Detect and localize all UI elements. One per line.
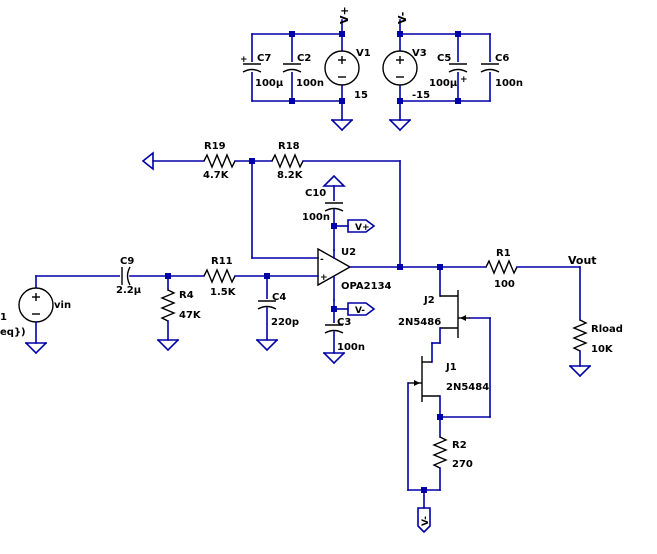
- vin-value-fragment-1: 1: [0, 312, 7, 323]
- opamp-section: V+ C10 100n - + U2 OPA2134 V- C3 100n: [302, 174, 401, 364]
- c5-value: 100µ: [429, 78, 458, 89]
- r2-resistor-symbol: [432, 436, 448, 469]
- c6-ref: C6: [495, 53, 509, 64]
- output-section: R1 100 Vout Rload 10K J2 2N5486: [397, 248, 623, 534]
- c6-value: 100n: [495, 78, 523, 89]
- v1-ref: V1: [356, 48, 371, 59]
- c5-capacitor-symbol: +: [448, 62, 468, 85]
- r4-resistor-symbol: [160, 289, 176, 322]
- c7-capacitor-symbol: +: [240, 55, 262, 73]
- v3-ref: V3: [412, 48, 427, 59]
- vin-voltage-source-symbol: [18, 287, 54, 323]
- rload-value: 10K: [591, 344, 614, 355]
- c2-value: 100n: [296, 78, 324, 89]
- ground-icon: [256, 339, 278, 351]
- v3-voltage-source-symbol: [382, 50, 418, 86]
- ground-icon: [389, 119, 411, 131]
- input-port-icon: [141, 151, 154, 171]
- feedback-network: R19 4.7K R18 8.2K: [141, 141, 401, 268]
- vminus-port-flag: [347, 302, 376, 316]
- vminus-flag-label: V-: [355, 306, 365, 316]
- vplus-net-label: V+: [338, 6, 351, 24]
- r11-resistor-symbol: [203, 268, 236, 284]
- j2-value: 2N5486: [398, 317, 441, 328]
- vminus-bottom-flag-label: V-: [421, 516, 431, 526]
- input-section: vin 1 eq}) C9 2.2µ R4 47K R11 1.5K: [0, 256, 319, 354]
- c4-capacitor-symbol: [257, 299, 277, 310]
- c7-ref: C7: [257, 53, 271, 64]
- r18-resistor-symbol: [271, 153, 304, 169]
- r19-value: 4.7K: [203, 170, 230, 181]
- svg-text:+: +: [320, 273, 328, 283]
- j2-ref: J2: [423, 295, 435, 306]
- c4-ref: C4: [272, 292, 286, 303]
- ground-icon: [25, 342, 47, 354]
- j2-jfet-symbol: [440, 290, 470, 338]
- r18-value: 8.2K: [277, 170, 304, 181]
- r4-ref: R4: [179, 290, 194, 301]
- v3-value: -15: [412, 90, 430, 101]
- r2-ref: R2: [452, 440, 467, 451]
- r4-value: 47K: [179, 310, 202, 321]
- r18-ref: R18: [278, 141, 300, 152]
- vout-net-label: Vout: [568, 254, 597, 267]
- ground-icon: [569, 365, 591, 377]
- vminus-bottom-port-flag: [417, 507, 431, 534]
- j1-value: 2N5484: [446, 382, 489, 393]
- r11-value: 1.5K: [210, 287, 237, 298]
- vminus-net-label: V-: [396, 12, 409, 24]
- r11-ref: R11: [211, 256, 233, 267]
- c10-ref: C10: [305, 188, 326, 199]
- c10-value: 100n: [302, 212, 330, 223]
- r19-resistor-symbol: [203, 153, 236, 169]
- c3-ref: C3: [337, 317, 351, 328]
- c9-capacitor-symbol: [120, 266, 131, 286]
- r19-ref: R19: [204, 141, 226, 152]
- c9-ref: C9: [120, 256, 134, 267]
- v1-voltage-source-symbol: [324, 50, 360, 86]
- j1-jfet-symbol: [408, 356, 440, 402]
- svg-text:+: +: [460, 75, 468, 85]
- supply-section: + V+ C7 100µ C2 100n V1 15: [240, 6, 523, 131]
- svg-text:+: +: [240, 55, 248, 65]
- c6-capacitor-symbol: [480, 62, 500, 73]
- c3-value: 100n: [337, 342, 365, 353]
- svg-text:-: -: [320, 255, 324, 265]
- r2-value: 270: [452, 459, 473, 470]
- ground-icon: [322, 174, 346, 187]
- ground-icon: [323, 352, 345, 364]
- vin-ref: vin: [54, 300, 71, 311]
- r1-resistor-symbol: [485, 259, 518, 275]
- u2-ref: U2: [341, 247, 356, 258]
- c4-value: 220p: [271, 317, 299, 328]
- r1-ref: R1: [496, 248, 511, 259]
- vplus-flag-label: V+: [355, 223, 370, 233]
- j1-ref: J1: [445, 362, 457, 373]
- u2-value: OPA2134: [341, 281, 392, 292]
- c10-capacitor-symbol: [324, 201, 344, 212]
- c3-capacitor-symbol: [324, 323, 344, 334]
- rload-resistor-symbol: [572, 319, 588, 352]
- ground-icon: [157, 339, 179, 351]
- vin-value-fragment-2: eq}): [0, 327, 26, 338]
- vplus-port-flag: [347, 219, 376, 233]
- c7-value: 100µ: [255, 78, 284, 89]
- rload-ref: Rload: [591, 324, 623, 335]
- ground-icon: [331, 119, 353, 131]
- v1-value: 15: [354, 90, 368, 101]
- r1-value: 100: [494, 279, 515, 290]
- c2-capacitor-symbol: [282, 62, 302, 73]
- c5-ref: C5: [437, 53, 451, 64]
- c9-value: 2.2µ: [116, 285, 142, 296]
- c2-ref: C2: [297, 53, 311, 64]
